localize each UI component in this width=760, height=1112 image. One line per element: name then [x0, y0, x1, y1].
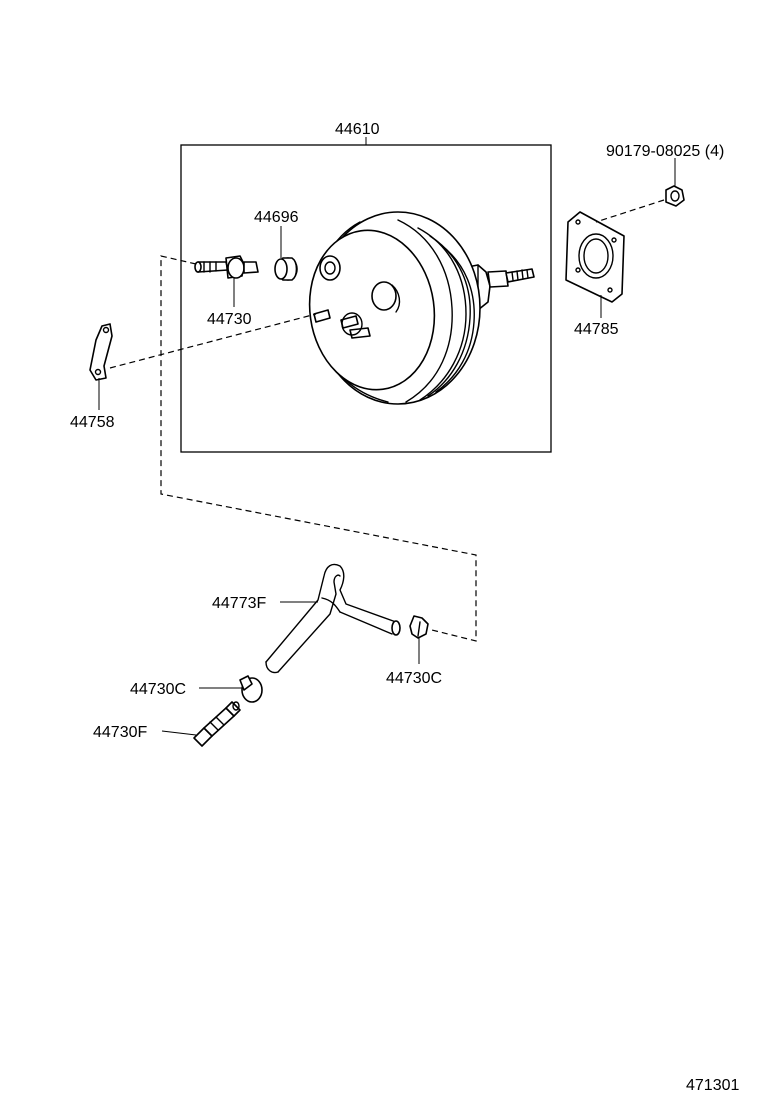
label-grommet: 44696: [254, 209, 299, 226]
label-gasket: 44785: [574, 321, 619, 338]
nut-dash-line: [595, 199, 665, 223]
nut: [665, 185, 685, 207]
bracket: [89, 323, 113, 381]
gasket: [565, 211, 625, 303]
valve-to-hose-dash-line: [160, 255, 477, 642]
hose-clip-lower: [239, 675, 263, 703]
check-valve: [194, 255, 259, 279]
label-check-valve: 44730: [207, 311, 252, 328]
label-union: 44730F: [93, 724, 147, 741]
hose-union: [193, 701, 241, 747]
bracket-dash-line: [109, 313, 317, 369]
label-hose: 44773F: [212, 595, 266, 612]
vacuum-hose: [265, 563, 401, 674]
label-bracket: 44758: [70, 414, 115, 431]
hose-clip-right: [409, 615, 429, 639]
label-nut: 90179-08025 (4): [606, 143, 724, 160]
label-booster-assembly: 44610: [335, 121, 380, 138]
union-leader: [161, 730, 197, 736]
label-clip-lower: 44730C: [130, 681, 186, 698]
label-clip-right: 44730C: [386, 670, 442, 687]
grommet: [274, 257, 298, 281]
drawing-number: 471301: [686, 1077, 739, 1094]
brake-booster: [308, 211, 535, 405]
